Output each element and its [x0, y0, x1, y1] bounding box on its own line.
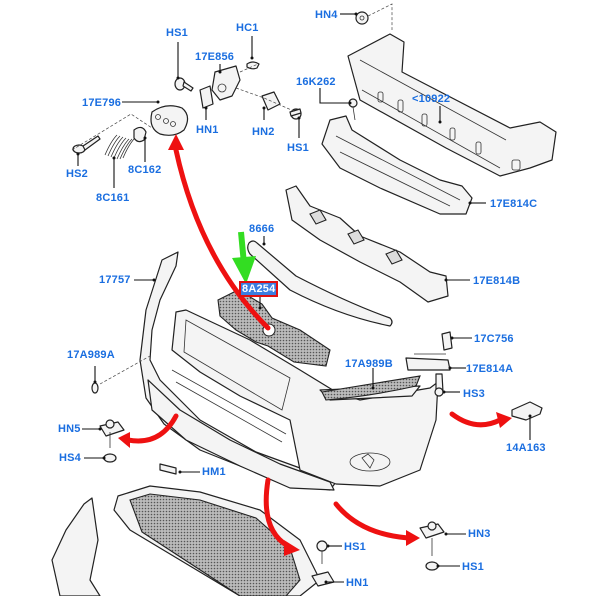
label-hs1[interactable]: HS1 — [344, 541, 366, 553]
nut-hn5 — [99, 419, 125, 437]
label-17757[interactable]: 17757 — [99, 274, 131, 286]
label-17e814c[interactable]: 17E814C — [490, 198, 538, 210]
nut-hn4 — [355, 11, 369, 25]
sensor-17c756 — [441, 331, 453, 351]
label-17e814a[interactable]: 17E814A — [466, 363, 514, 375]
red-arrowhead — [406, 530, 420, 546]
red-arrow-tow-cover — [173, 147, 271, 331]
assembly-line — [71, 113, 153, 151]
label-8c161[interactable]: 8C161 — [96, 192, 130, 204]
red-arrow-14a163 — [449, 411, 503, 428]
label-14a163[interactable]: 14A163 — [506, 442, 546, 454]
reflector-17a989a — [91, 382, 99, 394]
label-hs2[interactable]: HS2 — [66, 168, 88, 180]
label-hs1[interactable]: HS1 — [287, 142, 309, 154]
label-hm1[interactable]: HM1 — [202, 466, 226, 478]
red-arrow-hs1-bottom — [263, 477, 291, 549]
label-8666[interactable]: 8666 — [249, 223, 275, 235]
leader-lines — [76, 12, 532, 584]
green-pointer-arrow — [232, 231, 256, 284]
label-17a989a[interactable]: 17A989A — [67, 349, 115, 361]
bracket-hn1 — [199, 85, 214, 109]
red-arrow-hn3 — [333, 501, 411, 541]
hs1-bolt-top-left — [174, 77, 194, 92]
screw-hs3 — [434, 373, 444, 397]
red-arrowhead — [284, 540, 300, 556]
label-hs3[interactable]: HS3 — [463, 388, 485, 400]
label-17e796[interactable]: 17E796 — [82, 97, 122, 109]
red-arrow-hn5 — [125, 413, 179, 444]
label-16k262[interactable]: 16K262 — [296, 76, 336, 88]
red-arrowhead — [168, 134, 184, 150]
nut-hn3 — [419, 521, 445, 539]
red-arrowhead — [496, 412, 512, 428]
upper-grille-8a254 — [217, 289, 331, 367]
label-17c756[interactable]: 17C756 — [474, 333, 514, 345]
label-hn2[interactable]: HN2 — [252, 126, 275, 138]
label-hs1[interactable]: HS1 — [166, 27, 188, 39]
bracket-17e814a — [405, 353, 451, 371]
label-17e856[interactable]: 17E856 — [195, 51, 235, 63]
red-arrows — [118, 134, 512, 556]
clip-hc1 — [246, 61, 260, 70]
label-hs1[interactable]: HS1 — [462, 561, 484, 573]
label-hn3[interactable]: HN3 — [468, 528, 491, 540]
bumper-lower-edge — [147, 379, 335, 491]
hs1-bolt-bottom-mid — [316, 540, 328, 564]
hs1-bolt-bottom-right — [425, 538, 439, 571]
hs2-bolt — [72, 135, 101, 154]
label-hc1[interactable]: HC1 — [236, 22, 259, 34]
label-8a254-highlighted[interactable]: 8A254 — [238, 281, 279, 297]
lower-grille-assembly — [113, 485, 321, 596]
screw-hs4 — [103, 432, 117, 463]
tow-cover-17e796 — [150, 105, 189, 136]
assembly-line — [235, 63, 297, 113]
side-spoiler — [51, 497, 101, 596]
assembly-line — [99, 355, 151, 385]
trim-strip-8666 — [247, 240, 393, 327]
lower-grille-trim-17a989b — [321, 375, 421, 401]
label-17e814b[interactable]: 17E814B — [473, 275, 521, 287]
spring-8c161 — [104, 134, 136, 160]
assembly-line — [367, 3, 393, 30]
label-hn4[interactable]: HN4 — [315, 9, 338, 21]
cap-8c162 — [133, 126, 147, 143]
absorber-17e814c — [321, 115, 473, 215]
bracket-14a163 — [511, 401, 543, 421]
label-hn5[interactable]: HN5 — [58, 423, 81, 435]
label-hn1[interactable]: HN1 — [196, 124, 219, 136]
hs1-bolt-top-right — [289, 108, 302, 120]
label-hn1[interactable]: HN1 — [346, 577, 369, 589]
label-8c162[interactable]: 8C162 — [128, 164, 162, 176]
label-hs4[interactable]: HS4 — [59, 452, 81, 464]
absorber-17e814b — [285, 185, 449, 303]
red-arrowhead — [118, 432, 130, 448]
clip-hm1 — [159, 463, 177, 475]
label-10922[interactable]: <10922 — [412, 93, 451, 105]
washer-pump-17e856 — [211, 65, 241, 101]
beam-10922 — [347, 33, 557, 177]
label-17a989b[interactable]: 17A989B — [345, 358, 393, 370]
